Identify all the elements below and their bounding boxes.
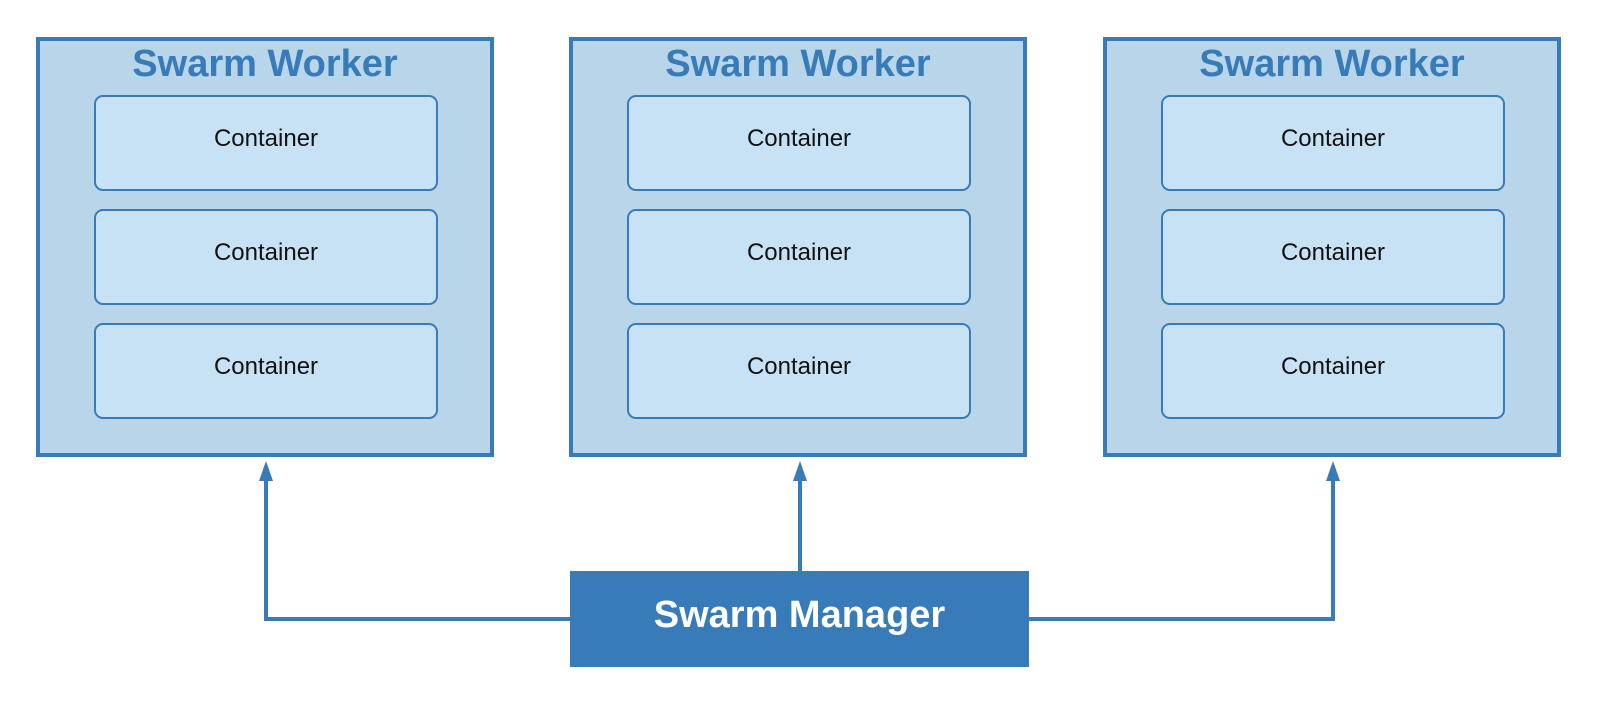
worker-title: Swarm Worker bbox=[132, 43, 398, 85]
swarm-worker-node: Swarm Worker Container Container Contain… bbox=[1103, 37, 1561, 457]
container-box: Container bbox=[627, 323, 971, 419]
container-box: Container bbox=[94, 323, 438, 419]
worker-title: Swarm Worker bbox=[665, 43, 931, 85]
container-label: Container bbox=[1280, 125, 1386, 152]
worker-title: Swarm Worker bbox=[1199, 43, 1465, 85]
container-label: Container bbox=[746, 125, 852, 152]
arrow-to-worker-3 bbox=[1029, 468, 1335, 621]
container-box: Container bbox=[627, 95, 971, 191]
container-label: Container bbox=[213, 125, 319, 152]
swarm-worker-node: Swarm Worker Container Container Contain… bbox=[36, 37, 494, 457]
arrowhead-worker-2 bbox=[793, 461, 807, 481]
container-label: Container bbox=[1280, 239, 1386, 266]
swarm-worker-node: Swarm Worker Container Container Contain… bbox=[569, 37, 1027, 457]
container-label: Container bbox=[213, 353, 319, 380]
swarm-manager-node: Swarm Manager bbox=[570, 571, 1029, 667]
container-box: Container bbox=[1161, 209, 1505, 305]
container-box: Container bbox=[94, 209, 438, 305]
container-label: Container bbox=[1280, 353, 1386, 380]
arrowhead-worker-3 bbox=[1326, 461, 1340, 481]
container-box: Container bbox=[627, 209, 971, 305]
manager-label: Swarm Manager bbox=[653, 593, 946, 636]
container-label: Container bbox=[746, 353, 852, 380]
container-box: Container bbox=[94, 95, 438, 191]
container-box: Container bbox=[1161, 323, 1505, 419]
arrow-to-worker-1 bbox=[264, 468, 570, 621]
container-label: Container bbox=[213, 239, 319, 266]
arrowhead-worker-1 bbox=[259, 461, 273, 481]
container-box: Container bbox=[1161, 95, 1505, 191]
container-label: Container bbox=[746, 239, 852, 266]
